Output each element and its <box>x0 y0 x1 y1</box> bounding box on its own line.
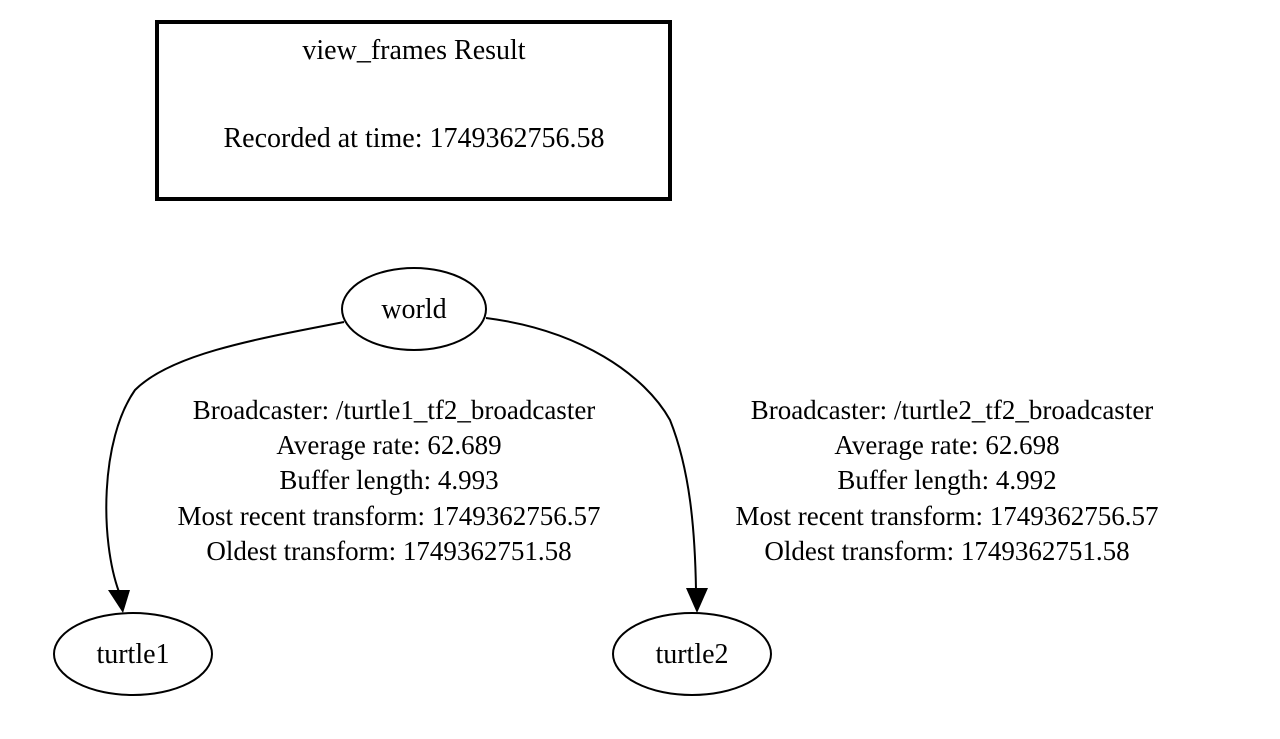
edge-world-turtle2-line <box>485 317 697 591</box>
node-turtle1-label: turtle1 <box>96 639 169 670</box>
node-turtle2-label: turtle2 <box>655 639 728 670</box>
node-turtle1-ellipse <box>53 612 213 696</box>
node-turtle2-ellipse <box>612 612 772 696</box>
edge-label-turtle2: Broadcaster: /turtle2_tf2_broadcaster Av… <box>736 395 1159 566</box>
node-world-label: world <box>381 294 446 325</box>
edge-world-turtle2-arrowhead <box>686 588 708 613</box>
edge-turtle1-most-recent: Most recent transform: 1749362756.57 <box>178 501 601 531</box>
edge-world-turtle1-arrowhead <box>108 590 130 613</box>
node-turtle2: turtle2 <box>612 612 772 696</box>
node-world: world <box>341 267 487 351</box>
edge-world-turtle1 <box>105 321 345 613</box>
edge-turtle2-average-rate: Average rate: 62.698 <box>834 430 1059 460</box>
node-world-ellipse <box>341 267 487 351</box>
result-header-border <box>155 20 672 201</box>
edge-turtle2-oldest: Oldest transform: 1749362751.58 <box>764 536 1129 566</box>
result-title: view_frames Result <box>302 35 525 66</box>
edge-turtle1-average-rate: Average rate: 62.689 <box>276 430 501 460</box>
edge-label-turtle1: Broadcaster: /turtle1_tf2_broadcaster Av… <box>178 395 601 566</box>
edge-turtle2-broadcaster: Broadcaster: /turtle2_tf2_broadcaster <box>751 395 1154 425</box>
recorded-time: Recorded at time: 1749362756.58 <box>223 123 604 154</box>
node-turtle1: turtle1 <box>53 612 213 696</box>
edge-turtle2-buffer-length: Buffer length: 4.992 <box>837 465 1056 495</box>
edge-turtle1-oldest: Oldest transform: 1749362751.58 <box>206 536 571 566</box>
edge-world-turtle1-line <box>105 321 345 593</box>
edge-turtle2-most-recent: Most recent transform: 1749362756.57 <box>736 501 1159 531</box>
result-header-box: view_frames Result Recorded at time: 174… <box>155 20 672 201</box>
edge-turtle1-broadcaster: Broadcaster: /turtle1_tf2_broadcaster <box>193 395 596 425</box>
edge-world-turtle2 <box>485 317 708 613</box>
edge-turtle1-buffer-length: Buffer length: 4.993 <box>279 465 498 495</box>
